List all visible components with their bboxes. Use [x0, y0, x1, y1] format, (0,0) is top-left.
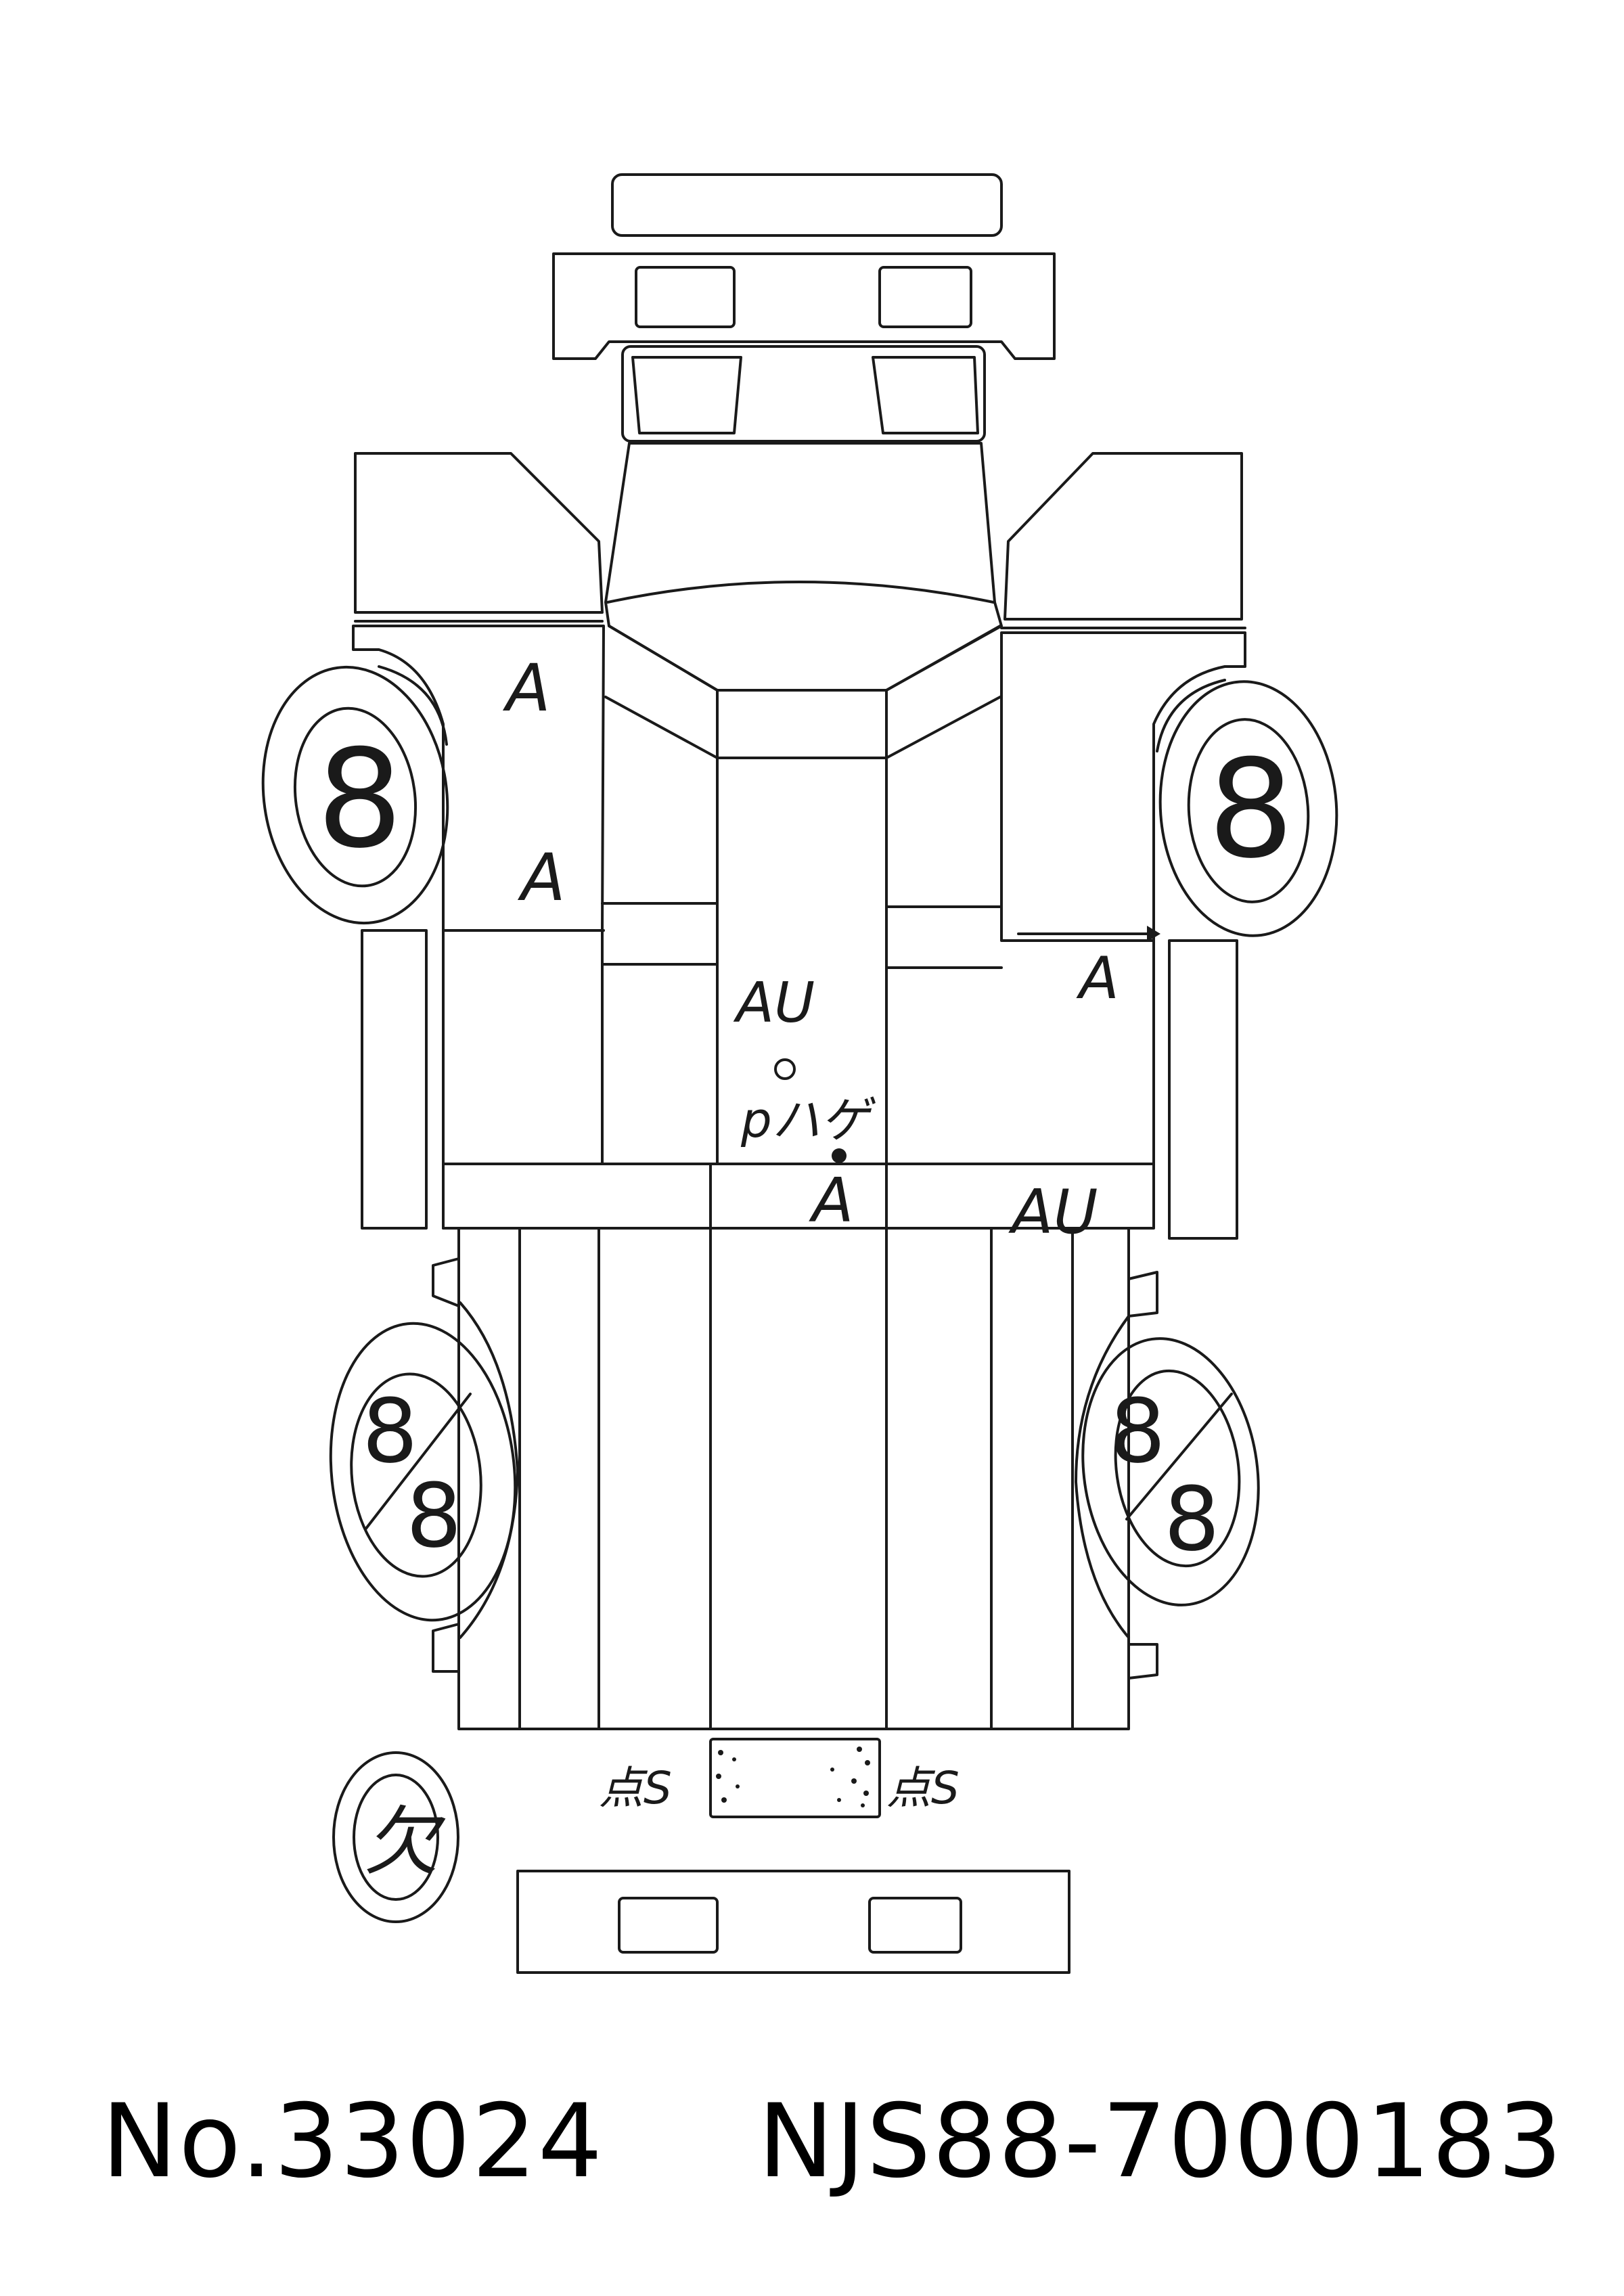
- left-front-fender: [354, 452, 604, 623]
- tire-rear-right-top-number: 8: [1110, 1380, 1166, 1483]
- chassis-number: NJS88-7000183: [758, 2083, 1564, 2201]
- mark-front-left-lower: A: [517, 840, 566, 916]
- mark-center-pinhole-note: pハゲ: [740, 1091, 876, 1148]
- front-bumper: [611, 173, 1003, 237]
- rear-light-right: [868, 1897, 962, 1954]
- rear-bumper: [516, 1870, 1070, 1974]
- cab-roof: [604, 442, 1003, 759]
- mark-spare-tire: 欠: [364, 1799, 446, 1885]
- spare-tire: [332, 1751, 459, 1923]
- mark-right-door-a: A: [1076, 945, 1119, 1012]
- mark-center-lower: A: [809, 1165, 854, 1236]
- left-cab-side: [352, 625, 605, 1230]
- front-headlight-left: [635, 266, 736, 328]
- rear-left-tire: [329, 1257, 519, 1673]
- mark-front-left-upper: A: [502, 650, 551, 726]
- right-step: [1168, 939, 1238, 1240]
- license-plate: [709, 1738, 881, 1818]
- mark-center-au: AU: [733, 971, 815, 1035]
- tire-tread-numbers: 8 8 8 8 8 8: [317, 721, 1294, 1571]
- mark-right-door-arrowhead: [1147, 926, 1160, 942]
- left-step: [361, 929, 428, 1230]
- tire-front-right-number: 8: [1208, 731, 1294, 888]
- front-headlight-right: [878, 266, 972, 328]
- front-left-tire: [261, 665, 449, 925]
- mark-center-dot: [832, 1148, 847, 1163]
- tire-rear-left-top-number: 8: [362, 1380, 418, 1483]
- lot-number: No.33024: [102, 2083, 604, 2201]
- cab-front: [621, 345, 986, 443]
- front-panel: [552, 252, 1056, 360]
- mark-rear-panel-left: 点S: [599, 1762, 672, 1814]
- right-cab-side: [1000, 631, 1246, 1240]
- tire-rear-right-bottom-number: 8: [1164, 1468, 1220, 1571]
- damage-marks: A A A AU pハゲ A AU 点S 点S 欠: [364, 650, 1160, 1885]
- mark-pinhole-circle: [774, 1058, 796, 1080]
- cargo-bed: [457, 1163, 1130, 1730]
- cab-interior: [442, 696, 1003, 1165]
- mark-rear-panel-right: 点S: [886, 1762, 960, 1814]
- rear-light-left: [618, 1897, 719, 1954]
- plate-dots: [716, 1747, 870, 1807]
- front-right-tire: [1156, 679, 1338, 937]
- right-front-fender: [1000, 452, 1246, 629]
- tire-front-left-number: 8: [317, 721, 403, 878]
- rear-right-tire: [1075, 1271, 1260, 1680]
- rear-left-slash: [364, 1393, 472, 1531]
- tire-rear-left-bottom-number: 8: [406, 1464, 462, 1567]
- mark-rear-right-au: AU: [1008, 1177, 1098, 1248]
- rear-right-slash: [1125, 1393, 1233, 1521]
